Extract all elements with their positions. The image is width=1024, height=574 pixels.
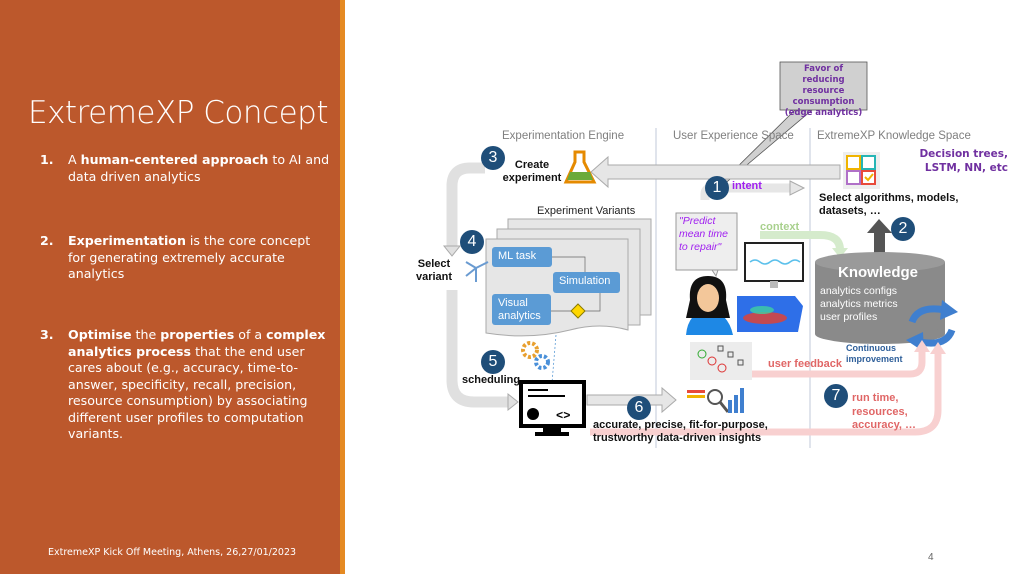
ml-task-box: ML task [492,247,552,267]
body-text: is the core concept for generating extre… [68,233,311,281]
list-number: 3. [40,327,54,342]
select-algorithms-label: Select algorithms, models, datasets, … [819,192,959,217]
step-badge-1: 1 [705,176,729,200]
list-text: Optimise the properties of a complex ana… [68,327,330,443]
algorithm-grid-icon [843,152,880,189]
title-panel [0,0,340,574]
intent-label: intent [732,180,762,192]
emphasis-text: Experimentation [68,233,186,248]
header-knowledge: ExtremeXP Knowledge Space [817,130,971,142]
arrow-head [507,392,519,412]
callout-box [779,61,868,111]
branch-arrows-icon [465,261,489,282]
step-badge-7: 7 [824,384,848,408]
step-badge-2: 2 [891,217,915,241]
header-engine: Experimentation Engine [502,130,625,142]
page-number: 4 [928,552,934,563]
user-feedback-label: user feedback [768,358,842,370]
emphasis-text: complex analytics process [68,327,326,359]
arrow-head [442,245,462,257]
knowledge-item: analytics metrics [820,298,898,310]
header-ux: User Experience Space [673,130,794,142]
code-monitor-icon: <> [519,380,586,436]
knowledge-item: user profiles [820,311,878,323]
step-badge-5: 5 [481,350,505,374]
body-text: A [68,152,81,167]
emphasis-text: Optimise [68,327,132,342]
list-number: 1. [40,152,54,167]
user-quote: "Predict mean time to repair" [679,215,729,253]
run-metrics-label: run time, resources, accuracy, … [852,392,917,431]
body-text: of a [234,327,267,342]
step-badge-6: 6 [627,396,651,420]
footer-text: ExtremeXP Kick Off Meeting, Athens, 26,2… [48,547,297,558]
slide-title: ExtremeXP Concept [28,95,329,131]
list-text: A human-centered approach to AI and data… [68,152,330,185]
decision-diamond [570,303,586,319]
emphasis-text: human-centered approach [80,152,269,167]
user-avatar-icon [686,276,733,335]
gears-icon [521,341,550,370]
body-text: to AI and data driven analytics [68,152,330,184]
body-text: that the end user cares about (e.g., acc… [68,343,308,442]
algorithm-examples: Decision trees, LSTM, NN, etc [919,148,1008,174]
emphasis-text: properties [160,327,235,342]
continuous-improvement-label: Continuous improvement [846,343,903,364]
svg-text:<>: <> [556,409,570,423]
select-variant-label: Select variant [415,258,453,283]
create-experiment-label: Create experiment [502,159,562,184]
step-badge-4: 4 [460,230,484,254]
up-arrow [874,232,885,257]
list-text: Experimentation is the core concept for … [68,233,330,283]
arrow-to-monitor [446,290,510,408]
visual-analytics-box: Visual analytics [492,294,551,325]
analytics-chart-icon [687,388,744,413]
body-text: the [131,327,161,342]
dashboard-monitor-icon [744,242,804,288]
experiment-variants-label: Experiment Variants [537,205,636,217]
context-arrow [760,231,844,251]
accent-strip [340,0,345,574]
knowledge-title: Knowledge [838,264,919,281]
flask-icon [563,150,597,184]
feedback-survey-image [690,342,752,380]
heatmap-image [737,296,803,332]
metrics-feedback-arrow [590,352,942,436]
step-badge-3: 3 [481,146,505,170]
arrow-to-engine [590,155,841,189]
arrow-to-variants [446,162,485,248]
insights-line-2: trustworthy data-driven insights [593,432,762,444]
user-feedback-arrow [752,350,926,378]
insights-line-1: accurate, precise, fit-for-purpose, [593,419,768,431]
simulation-box: Simulation [553,272,620,293]
refresh-icon [906,300,958,352]
knowledge-item: analytics configs [820,285,898,297]
knowledge-items: analytics configs analytics metrics user… [820,285,898,324]
callout-text: Favor of reducing resource consumption (… [784,64,863,118]
scheduling-label: scheduling [462,374,521,386]
list-number: 2. [40,233,54,248]
context-label: context [760,221,800,233]
quote-bubble [675,212,738,271]
